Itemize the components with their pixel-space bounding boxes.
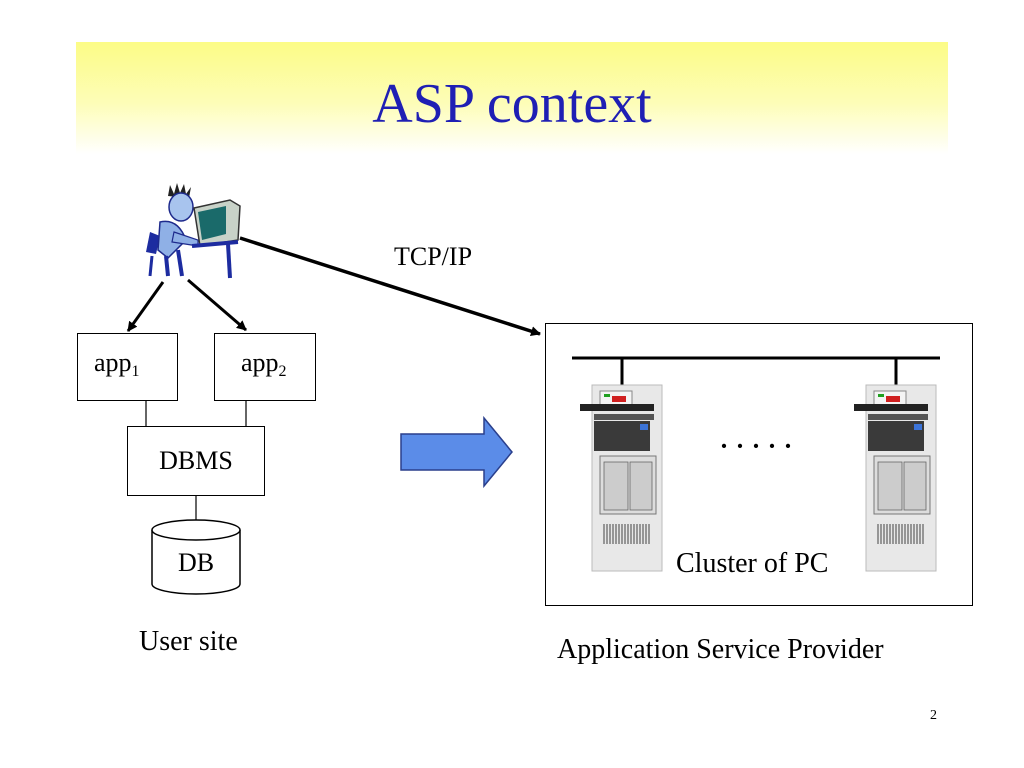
block-arrow-icon [400,415,513,489]
title-band [76,42,948,154]
server-tower-icon [580,384,663,572]
arrow-to-app2 [187,278,247,332]
server-tower-icon [854,384,937,572]
app1-label: app1 [94,348,140,380]
app2-box: app2 [214,333,316,401]
cluster-label: Cluster of PC [673,548,832,580]
dbms-box: DBMS [127,426,265,496]
arrow-to-app1 [126,281,165,332]
db-label: DB [177,548,215,577]
page-number: 2 [930,708,937,723]
tcpip-arrow [239,236,541,337]
app2-label: app2 [241,348,287,380]
asp-caption: Application Service Provider [557,634,884,665]
user-at-computer-icon [146,183,241,279]
database-cylinder [151,519,241,595]
tcpip-label: TCP/IP [394,242,473,271]
user-site-caption: User site [139,626,238,657]
slide-title: ASP context [372,73,652,135]
dbms-label: DBMS [159,446,233,475]
more-servers-ellipsis: ····· [718,426,798,466]
app1-box: app1 [77,333,178,401]
